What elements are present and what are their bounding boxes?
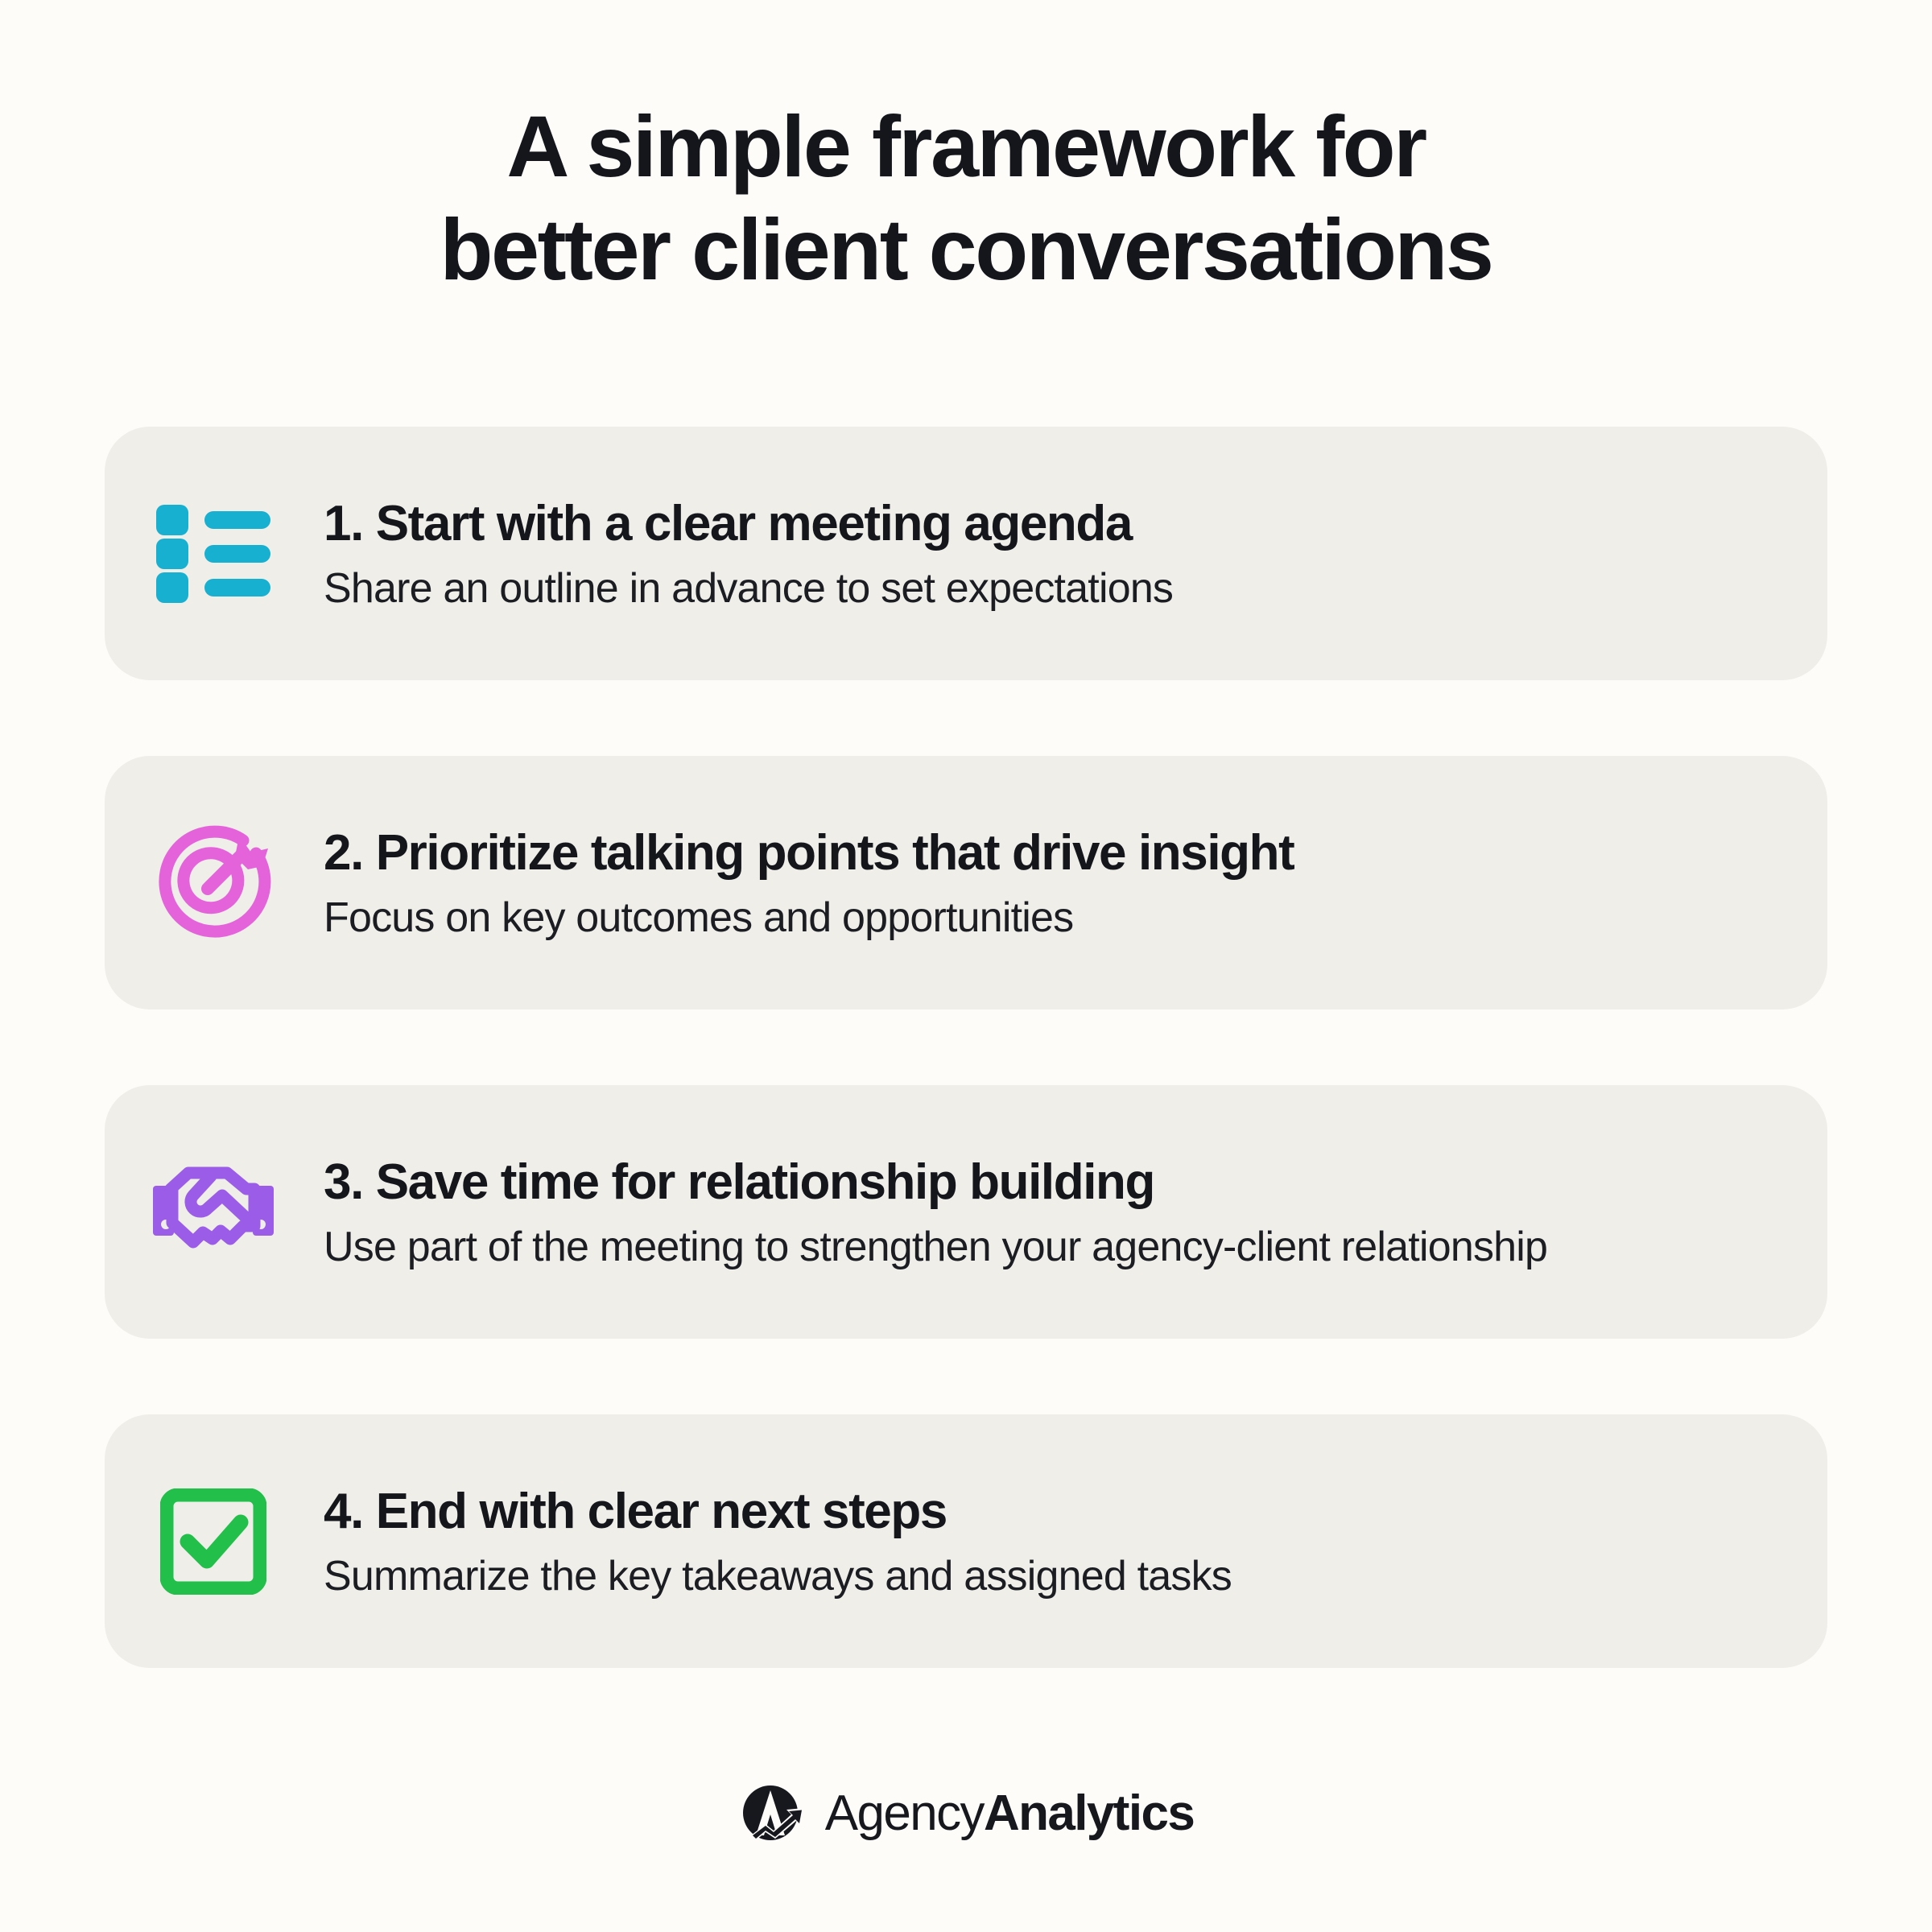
- framework-step-text-4: 4. End with clear next steps Summarize t…: [324, 1482, 1827, 1601]
- brand-name-part-2: Analytics: [983, 1785, 1195, 1841]
- framework-step-card-3: 3. Save time for relationship building U…: [105, 1085, 1827, 1339]
- framework-step-subtitle-4: Summarize the key takeaways and assigned…: [324, 1552, 1232, 1600]
- framework-step-card-2: 2. Prioritize talking points that drive …: [105, 756, 1827, 1009]
- bullet-list-icon: [153, 493, 274, 614]
- framework-step-list: 1. Start with a clear meeting agenda Sha…: [105, 427, 1827, 1668]
- brand-name-part-1: Agency: [824, 1785, 985, 1841]
- handshake-icon: [153, 1152, 274, 1273]
- framework-step-card-1: 1. Start with a clear meeting agenda Sha…: [105, 427, 1827, 680]
- framework-step-text-2: 2. Prioritize talking points that drive …: [324, 824, 1827, 943]
- brand-name: AgencyAnalytics: [824, 1785, 1195, 1843]
- target-dart-icon: [153, 823, 274, 943]
- checkbox-check-icon: [153, 1481, 274, 1602]
- brand-footer: AgencyAnalytics: [0, 1779, 1932, 1848]
- page-title: A simple framework for better client con…: [0, 95, 1932, 301]
- framework-step-heading-1: 1. Start with a clear meeting agenda: [324, 495, 1133, 551]
- agencyanalytics-logo-icon: [738, 1779, 807, 1848]
- framework-step-subtitle-1: Share an outline in advance to set expec…: [324, 564, 1174, 612]
- framework-step-heading-2: 2. Prioritize talking points that drive …: [324, 824, 1295, 881]
- framework-step-card-4: 4. End with clear next steps Summarize t…: [105, 1414, 1827, 1668]
- framework-step-subtitle-3: Use part of the meeting to strengthen yo…: [324, 1223, 1548, 1270]
- framework-step-text-3: 3. Save time for relationship building U…: [324, 1153, 1827, 1272]
- page-title-line-2: better client conversations: [440, 200, 1494, 298]
- framework-step-heading-3: 3. Save time for relationship building: [324, 1154, 1155, 1210]
- framework-step-text-1: 1. Start with a clear meeting agenda Sha…: [324, 494, 1827, 613]
- framework-step-subtitle-2: Focus on key outcomes and opportunities: [324, 894, 1074, 941]
- page-title-line-1: A simple framework for: [506, 97, 1427, 195]
- framework-step-heading-4: 4. End with clear next steps: [324, 1483, 947, 1539]
